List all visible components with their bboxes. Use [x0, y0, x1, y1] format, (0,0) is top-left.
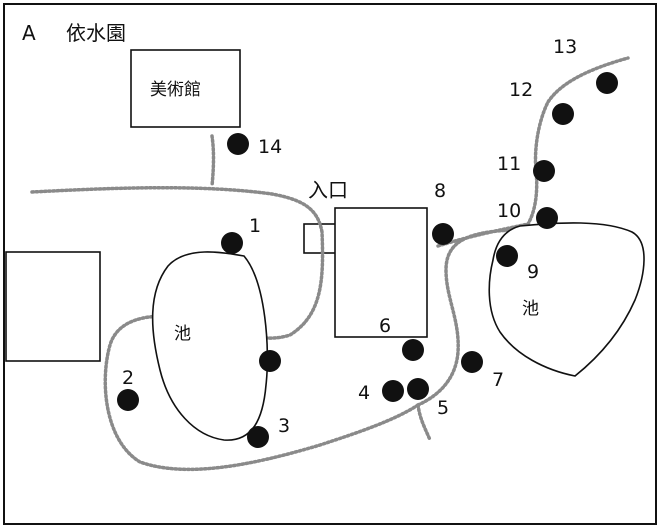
marker-unlabeled	[259, 350, 281, 372]
marker-label-1: 1	[249, 215, 261, 237]
marker-12	[552, 103, 574, 125]
walking-path	[416, 403, 432, 442]
marker-11	[533, 160, 555, 182]
marker-14	[227, 133, 249, 155]
main-building	[334, 207, 428, 338]
museum-building	[130, 49, 241, 128]
left-pond	[151, 251, 269, 441]
marker-2	[117, 389, 139, 411]
marker-label-14: 14	[258, 136, 282, 158]
map-title-letter: A	[22, 21, 36, 45]
marker-label-9: 9	[527, 261, 539, 283]
marker-1	[221, 232, 243, 254]
marker-label-11: 11	[497, 153, 521, 175]
right-pond	[488, 222, 645, 377]
museum-label: 美術館	[150, 80, 201, 100]
left-building	[5, 251, 101, 362]
marker-4	[382, 380, 404, 402]
marker-label-4: 4	[358, 382, 370, 404]
marker-9	[496, 245, 518, 267]
walking-path	[210, 134, 216, 188]
marker-label-3: 3	[278, 415, 290, 437]
marker-label-5: 5	[437, 397, 449, 419]
marker-7	[461, 351, 483, 373]
marker-8	[432, 223, 454, 245]
marker-label-10: 10	[497, 200, 521, 222]
right-pond-label: 池	[522, 299, 539, 319]
map-title: 依水園	[66, 21, 126, 45]
marker-label-13: 13	[553, 36, 577, 58]
marker-10	[536, 207, 558, 229]
map-frame	[3, 3, 657, 525]
marker-6	[402, 339, 424, 361]
marker-label-7: 7	[492, 369, 504, 391]
marker-label-6: 6	[379, 315, 391, 337]
marker-label-2: 2	[122, 367, 134, 389]
marker-label-12: 12	[509, 79, 533, 101]
left-pond-label: 池	[174, 324, 191, 344]
marker-3	[247, 426, 269, 448]
entrance-label: 入口	[308, 178, 348, 202]
marker-5	[407, 378, 429, 400]
marker-label-8: 8	[434, 180, 446, 202]
marker-13	[596, 72, 618, 94]
